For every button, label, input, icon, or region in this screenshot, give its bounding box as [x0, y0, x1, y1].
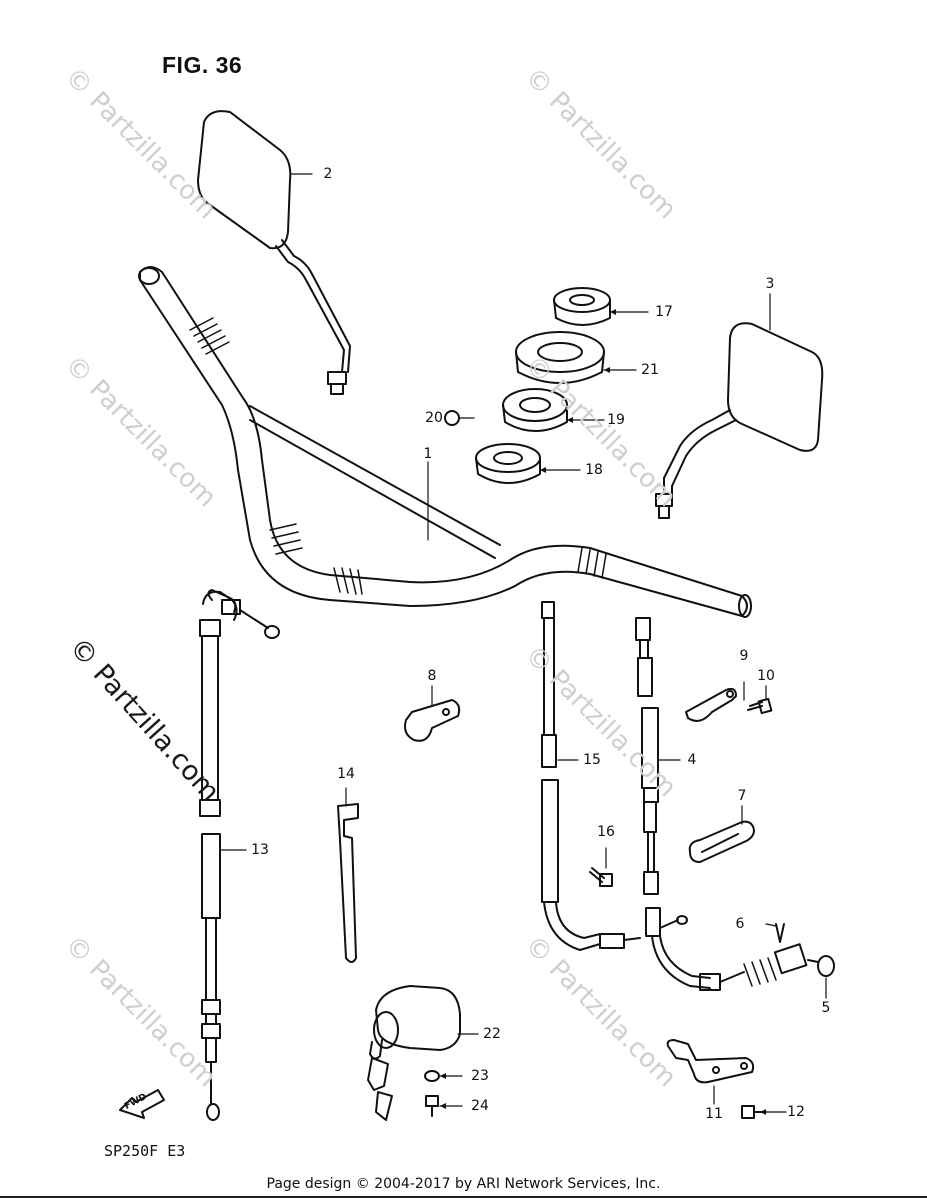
callout-11: 11: [705, 1106, 723, 1122]
callout-24: 24: [471, 1098, 489, 1114]
callout-13: 13: [251, 842, 269, 858]
callout-2: 2: [323, 166, 333, 182]
callout-7: 7: [737, 788, 747, 804]
ignition-switch-part-22: [367, 985, 461, 1121]
callout-5: 5: [821, 1000, 831, 1016]
callout-3: 3: [765, 276, 775, 292]
leader-lines: [219, 173, 827, 1113]
callout-9: 9: [739, 648, 749, 664]
callout-23: 23: [471, 1068, 489, 1084]
strap-part-14: [337, 803, 359, 963]
callout-22: 22: [483, 1026, 501, 1042]
callout-6: 6: [735, 916, 745, 932]
bushing-part-19: [502, 388, 568, 432]
bolt-part-16: [589, 867, 613, 887]
washer-part-21: [515, 331, 605, 384]
callout-4: 4: [687, 752, 697, 768]
callout-19: 19: [607, 412, 625, 428]
pin-part-6: [775, 923, 785, 943]
ball-part-20: [444, 410, 460, 426]
figure-title: FIG. 36: [162, 52, 243, 78]
seal-part-18: [475, 443, 541, 484]
clamp-part-9: [685, 687, 737, 722]
callout-15: 15: [583, 752, 601, 768]
footer-divider: [0, 1196, 927, 1198]
callout-8: 8: [427, 668, 437, 684]
bracket-part-7: [688, 820, 755, 863]
washer-part-23: [424, 1070, 440, 1082]
callout-21: 21: [641, 362, 659, 378]
steering-nut-part-17: [553, 287, 611, 326]
callout-17: 17: [655, 304, 673, 320]
brake-cable-part-4: [635, 617, 808, 991]
right-mirror-part: [655, 322, 824, 519]
model-code: SP250F E3: [104, 1142, 186, 1160]
screw-part-24: [425, 1095, 439, 1117]
throttle-cable-part: [199, 589, 280, 1121]
callout-16: 16: [597, 824, 615, 840]
callout-1: 1: [423, 446, 433, 462]
clamp-part-8: [404, 699, 461, 742]
bolt-part-10: [747, 697, 773, 715]
callout-14: 14: [337, 766, 355, 782]
left-mirror-part: [197, 110, 351, 395]
adjuster-part-5: [807, 955, 835, 977]
callout-12: 12: [787, 1104, 805, 1120]
handlebar-part: [138, 266, 752, 618]
callout-10: 10: [757, 668, 775, 684]
fwd-arrow-icon: [119, 1089, 165, 1119]
callout-20: 20: [425, 410, 443, 426]
footer-copyright: Page design © 2004-2017 by ARI Network S…: [266, 1176, 661, 1192]
clutch-cable-part-15: [541, 601, 641, 951]
leader-arrows: [440, 309, 766, 1115]
bracket-part-11: [666, 1039, 755, 1084]
callout-18: 18: [585, 462, 603, 478]
